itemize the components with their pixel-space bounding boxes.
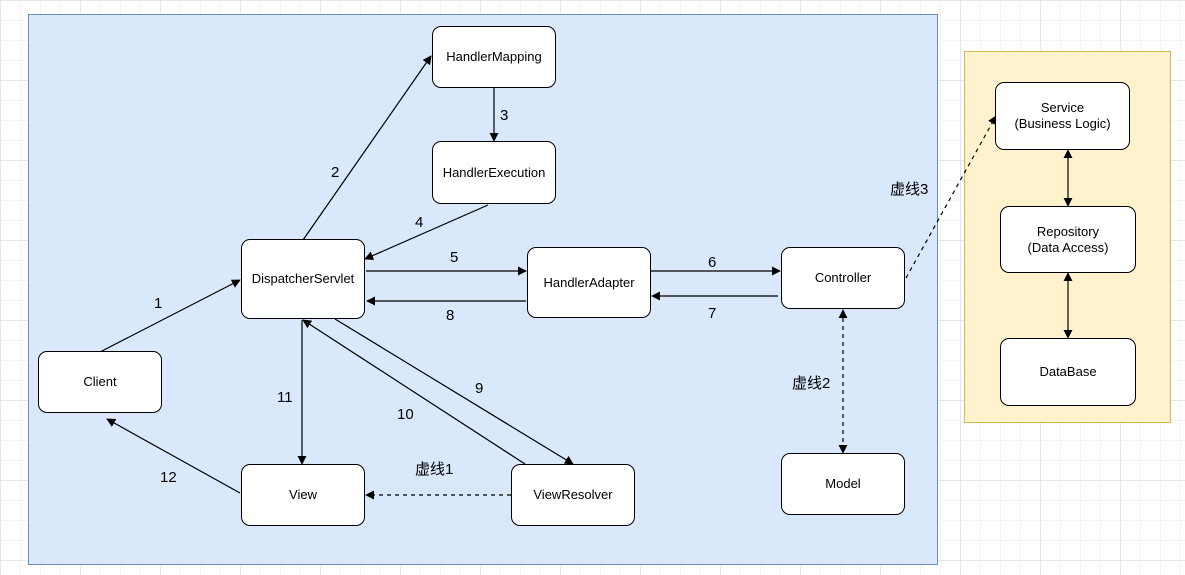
edge-10-label: 10 [397,406,414,423]
repository-node[interactable]: Repository (Data Access) [1000,206,1136,273]
edge-12 [106,418,241,494]
dashed-edge-3 [905,115,997,279]
dashed-edge-2-label: 虚线2 [792,375,830,392]
edge-1 [99,279,241,353]
edge-8-label: 8 [446,307,454,324]
edge-9 [334,318,574,465]
controller-node[interactable]: Controller [781,247,905,309]
view-resolver-node[interactable]: ViewResolver [511,464,635,526]
handler-adapter-node[interactable]: HandlerAdapter [527,247,651,318]
dashed-edge-1-label: 虚线1 [415,461,453,478]
edge-2-label: 2 [331,164,339,181]
model-node[interactable]: Model [781,453,905,515]
edge-7-label: 7 [708,305,716,322]
edge-1-label: 1 [154,295,162,312]
edge-4-label: 4 [415,214,423,231]
edge-2 [302,55,432,241]
edge-3-label: 3 [500,107,508,124]
handler-mapping-node[interactable]: HandlerMapping [432,26,556,88]
view-node[interactable]: View [241,464,365,526]
dashed-edge-3-label: 虚线3 [890,181,928,198]
client-node[interactable]: Client [38,351,162,413]
edge-5-label: 5 [450,249,458,266]
handler-execution-node[interactable]: HandlerExecution [432,141,556,204]
edge-4 [364,204,489,260]
edge-10 [302,319,526,465]
edge-6-label: 6 [708,254,716,271]
edge-11-label: 11 [277,389,293,406]
service-node[interactable]: Service (Business Logic) [995,82,1130,150]
dispatcher-servlet-node[interactable]: DispatcherServlet [241,239,365,319]
edge-12-label: 12 [160,469,177,486]
edge-9-label: 9 [475,380,483,397]
database-node[interactable]: DataBase [1000,338,1136,406]
